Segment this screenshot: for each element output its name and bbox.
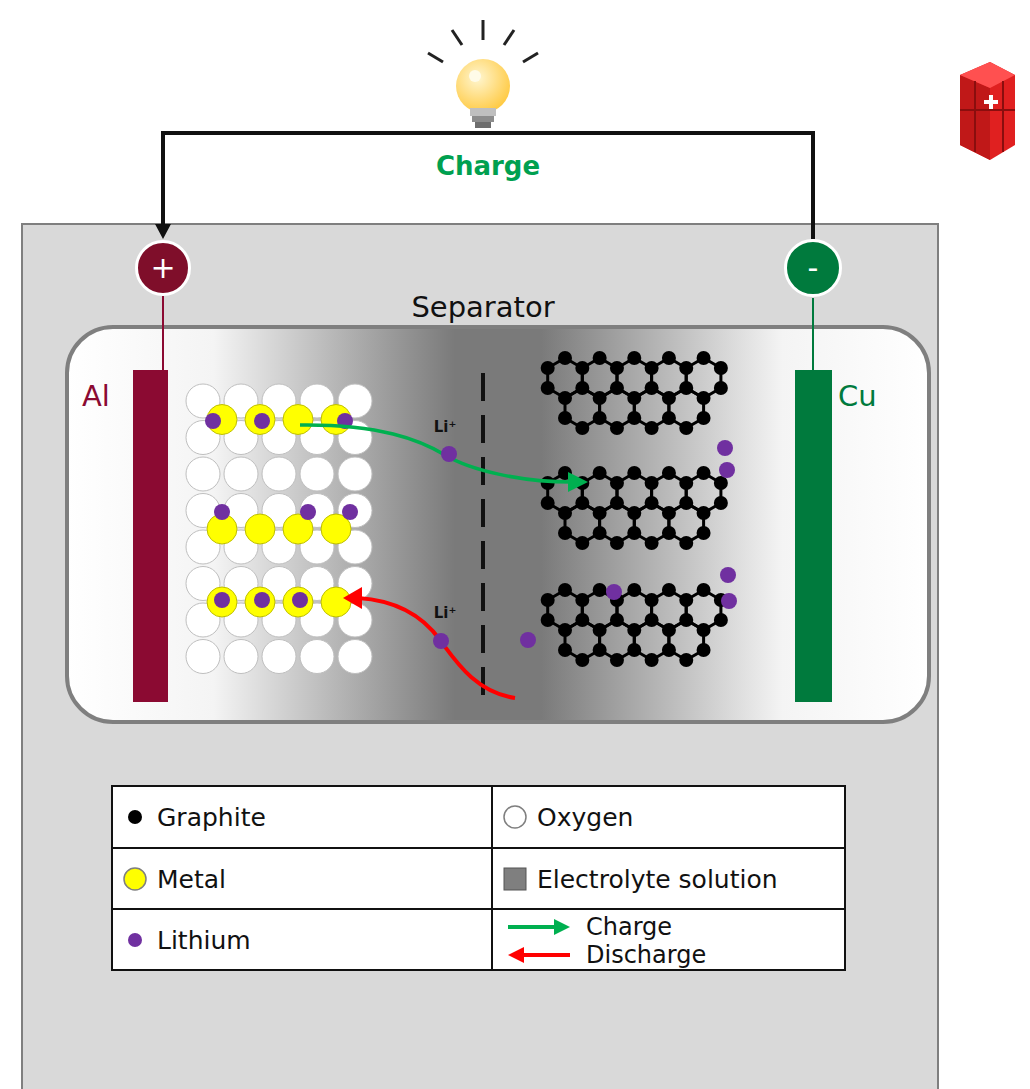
aluminium-collector — [133, 370, 168, 702]
electrode-label: Al — [82, 379, 110, 413]
legend-sample — [508, 947, 570, 963]
terminal-circle: - — [784, 239, 842, 297]
legend-swatch — [128, 933, 142, 947]
copper-collector — [795, 370, 832, 702]
legend-text: Metal — [157, 865, 226, 894]
terminal-sign: - — [808, 253, 819, 283]
legend-text: Discharge — [586, 941, 706, 969]
legend-sample — [504, 806, 526, 828]
logo-cube — [960, 62, 1015, 160]
circuit-wire — [155, 133, 813, 239]
ion-label: Li⁺ — [434, 418, 457, 436]
legend-text: Lithium — [157, 926, 251, 955]
light-bulb — [428, 20, 538, 128]
terminal-sign: + — [150, 253, 175, 283]
terminal-lead — [162, 296, 164, 372]
legend-text: Charge — [586, 913, 672, 941]
legend-text: Electrolyte solution — [537, 865, 778, 894]
legend-table — [112, 786, 845, 970]
legend-swatch — [124, 868, 146, 890]
graphite-layers — [520, 351, 737, 667]
legend-swatch — [504, 868, 526, 890]
legend-text: Oxygen — [537, 803, 633, 832]
terminal-circle: + — [135, 240, 191, 296]
electrode-label: Cu — [838, 379, 877, 413]
separator-label: Separator — [411, 290, 554, 324]
separator-line — [481, 373, 485, 705]
terminal-lead — [812, 298, 814, 372]
legend-sample — [508, 919, 570, 935]
lithium-flow-arrows — [300, 425, 588, 698]
battery-casing — [22, 224, 938, 1089]
legend-swatch — [128, 810, 142, 824]
legend-text: Graphite — [157, 803, 266, 832]
ion-label: Li⁺ — [434, 604, 457, 622]
cell-chamber — [67, 327, 929, 722]
edge-label: Charge — [436, 151, 540, 181]
